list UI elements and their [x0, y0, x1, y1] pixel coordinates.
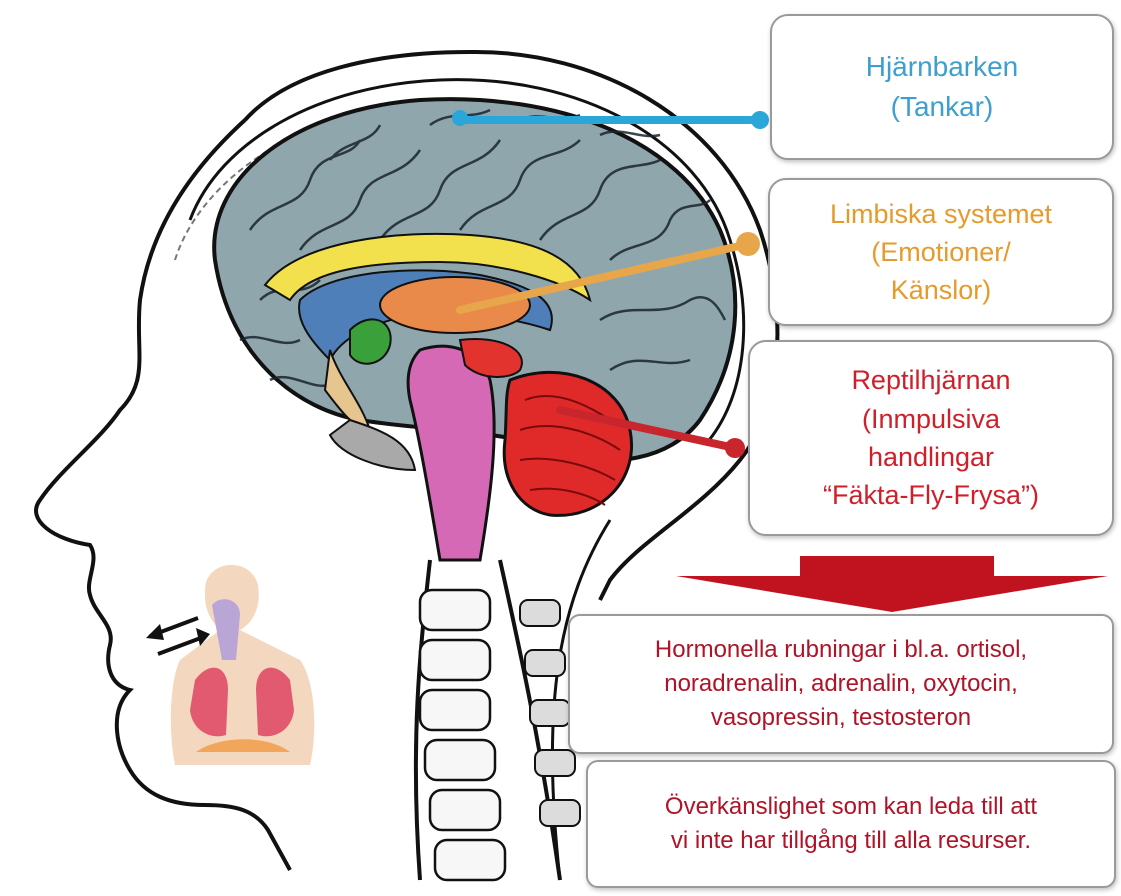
limbic-line-3: Känslor) — [891, 271, 992, 309]
brain-icon — [214, 99, 735, 560]
sensitivity-line-2: vi inte har tillgång till alla resurser. — [671, 824, 1031, 858]
sensitivity-text-box: Överkänslighet som kan leda till att vi … — [586, 760, 1116, 888]
respiratory-torso-icon — [171, 565, 314, 765]
hormones-line-2: noradrenalin, adrenalin, oxytocin, — [664, 667, 1018, 701]
cortex-label-box: Hjärnbarken (Tankar) — [770, 14, 1114, 160]
sensitivity-line-1: Överkänslighet som kan leda till att — [665, 790, 1037, 824]
down-arrow-icon — [676, 556, 1108, 612]
reptile-title: Reptilhjärnan — [851, 361, 1010, 399]
cortex-subtitle: (Tankar) — [891, 87, 994, 127]
reptile-label-box: Reptilhjärnan (Inmpulsiva handlingar “Fä… — [748, 340, 1114, 536]
hormones-line-1: Hormonella rubningar i bl.a. ortisol, — [655, 633, 1027, 667]
reptile-line-4: “Fäkta-Fly-Frysa”) — [823, 476, 1039, 514]
limbic-label-box: Limbiska systemet (Emotioner/ Känslor) — [768, 178, 1114, 326]
hormones-text-box: Hormonella rubningar i bl.a. ortisol, no… — [568, 614, 1114, 754]
hormones-line-3: vasopressin, testosteron — [711, 701, 971, 735]
limbic-title: Limbiska systemet — [830, 195, 1052, 233]
cortex-title: Hjärnbarken — [866, 47, 1019, 87]
reptile-line-2: (Inmpulsiva — [862, 400, 1000, 438]
limbic-line-2: (Emotioner/ — [871, 233, 1011, 271]
reptile-line-3: handlingar — [868, 438, 994, 476]
